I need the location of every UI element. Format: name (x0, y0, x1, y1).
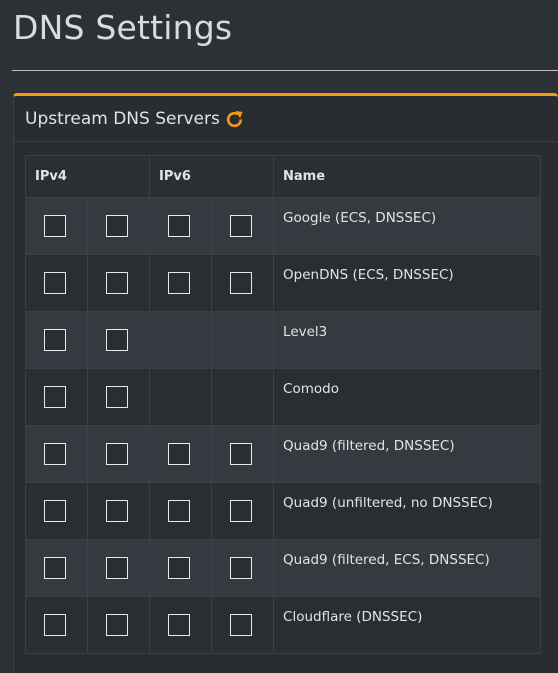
title-divider (12, 70, 558, 71)
ipv4-checkbox-2[interactable] (106, 272, 128, 294)
ipv4-checkbox-1[interactable] (44, 272, 66, 294)
ipv6-checkbox-1[interactable] (168, 557, 191, 579)
ipv4-checkbox-2[interactable] (106, 500, 128, 522)
refresh-icon[interactable] (224, 109, 245, 130)
server-name: Quad9 (filtered, ECS, DNSSEC) (273, 539, 542, 597)
column-header-name: Name (273, 155, 542, 198)
server-name: Level3 (273, 311, 542, 369)
ipv6-cell (211, 254, 275, 312)
ipv4-checkbox-2[interactable] (106, 215, 128, 237)
ipv4-cell (25, 425, 88, 483)
column-header-ipv6: IPv6 (149, 155, 275, 198)
table-row: Level3 (25, 311, 542, 369)
ipv6-cell (211, 596, 275, 654)
server-name: OpenDNS (ECS, DNSSEC) (273, 254, 542, 312)
ipv6-cell (211, 425, 275, 483)
ipv4-cell (86, 539, 151, 597)
ipv4-cell (25, 197, 88, 255)
ipv6-cell (149, 539, 213, 597)
ipv6-checkbox-2[interactable] (230, 215, 253, 237)
ipv4-cell (25, 482, 88, 540)
ipv4-checkbox-2[interactable] (106, 614, 128, 636)
ipv6-cell (211, 482, 275, 540)
server-name: Quad9 (unfiltered, no DNSSEC) (273, 482, 542, 540)
server-name: Cloudflare (DNSSEC) (273, 596, 542, 654)
ipv4-cell (86, 482, 151, 540)
ipv6-cell (149, 197, 213, 255)
ipv6-checkbox-1[interactable] (168, 215, 191, 237)
ipv4-cell (25, 311, 88, 369)
upstream-dns-table: IPv4 IPv6 Name Google (ECS, DNSSEC)OpenD… (24, 155, 542, 654)
ipv4-cell (86, 197, 151, 255)
ipv4-cell (25, 368, 88, 426)
ipv4-checkbox-1[interactable] (44, 386, 66, 408)
ipv6-checkbox-1[interactable] (168, 614, 191, 636)
column-header-ipv4: IPv4 (24, 155, 151, 198)
table-row: OpenDNS (ECS, DNSSEC) (25, 254, 542, 312)
ipv6-cell (149, 596, 213, 654)
table-row: Quad9 (filtered, ECS, DNSSEC) (25, 539, 542, 597)
table-header-row: IPv4 IPv6 Name (24, 155, 542, 198)
ipv6-checkbox-2[interactable] (230, 272, 253, 294)
ipv6-cell (211, 539, 275, 597)
ipv6-cell (149, 311, 213, 369)
ipv4-checkbox-1[interactable] (44, 215, 66, 237)
server-name: Quad9 (filtered, DNSSEC) (273, 425, 542, 483)
ipv6-cell (211, 311, 275, 369)
table-row: Quad9 (filtered, DNSSEC) (25, 425, 542, 483)
table-row: Cloudflare (DNSSEC) (25, 596, 542, 654)
table-row: Comodo (25, 368, 542, 426)
ipv4-checkbox-1[interactable] (44, 557, 66, 579)
ipv4-cell (25, 596, 88, 654)
ipv4-cell (25, 254, 88, 312)
upstream-dns-box-title: Upstream DNS Servers (25, 109, 220, 129)
upstream-dns-box-header: Upstream DNS Servers (14, 96, 558, 142)
ipv6-checkbox-1[interactable] (168, 443, 191, 465)
ipv6-checkbox-1[interactable] (168, 500, 191, 522)
ipv6-checkbox-2[interactable] (230, 500, 253, 522)
ipv6-cell (149, 425, 213, 483)
ipv4-cell (86, 368, 151, 426)
ipv4-checkbox-1[interactable] (44, 614, 66, 636)
ipv4-checkbox-1[interactable] (44, 443, 66, 465)
ipv4-checkbox-2[interactable] (106, 329, 128, 351)
table-row: Google (ECS, DNSSEC) (25, 197, 542, 255)
ipv6-checkbox-2[interactable] (230, 443, 253, 465)
ipv4-cell (25, 539, 88, 597)
ipv6-checkbox-2[interactable] (230, 557, 253, 579)
ipv6-checkbox-1[interactable] (168, 272, 191, 294)
server-name: Comodo (273, 368, 542, 426)
ipv4-checkbox-1[interactable] (44, 329, 66, 351)
ipv6-checkbox-2[interactable] (230, 614, 253, 636)
ipv4-cell (86, 425, 151, 483)
ipv4-checkbox-1[interactable] (44, 500, 66, 522)
ipv6-cell (149, 254, 213, 312)
ipv4-cell (86, 596, 151, 654)
ipv6-cell (149, 482, 213, 540)
page-title: DNS Settings (13, 8, 233, 47)
ipv4-checkbox-2[interactable] (106, 557, 128, 579)
ipv4-checkbox-2[interactable] (106, 443, 128, 465)
ipv4-cell (86, 311, 151, 369)
ipv4-cell (86, 254, 151, 312)
table-row: Quad9 (unfiltered, no DNSSEC) (25, 482, 542, 540)
ipv4-checkbox-2[interactable] (106, 386, 128, 408)
server-name: Google (ECS, DNSSEC) (273, 197, 542, 255)
ipv6-cell (149, 368, 213, 426)
ipv6-cell (211, 197, 275, 255)
ipv6-cell (211, 368, 275, 426)
